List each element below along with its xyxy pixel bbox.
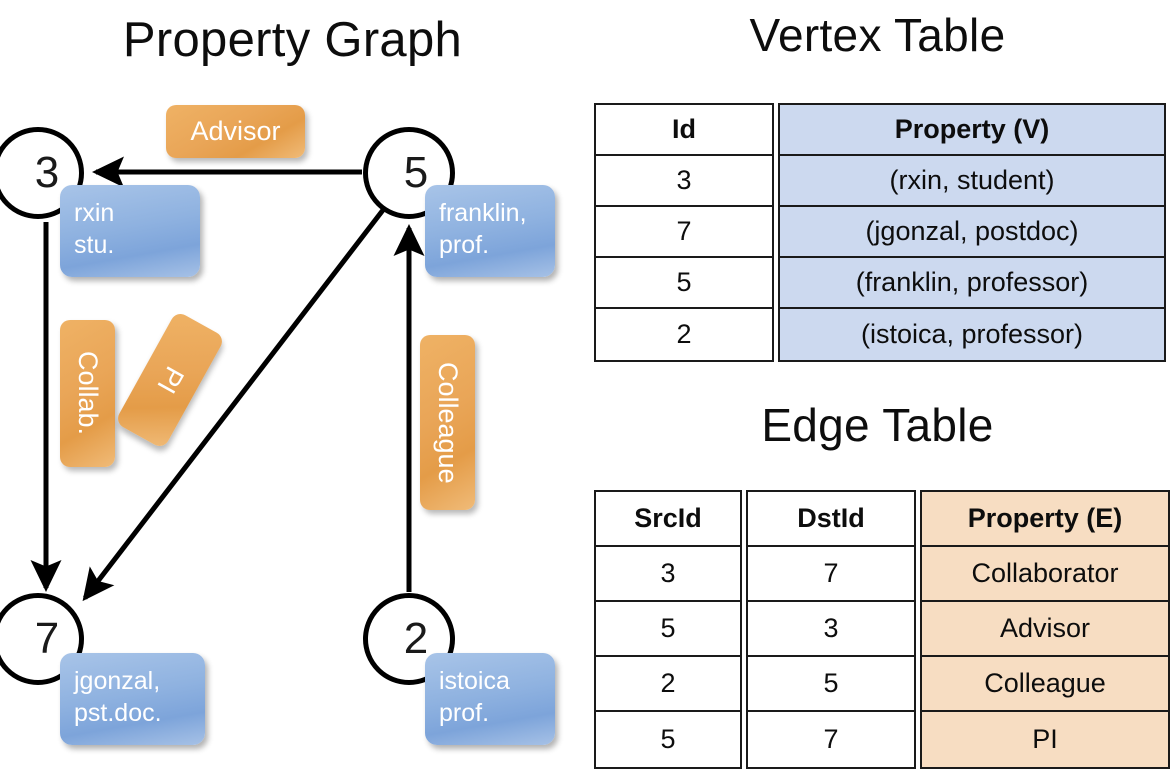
table-row: PI — [922, 712, 1168, 767]
edge-label-colleague: Colleague — [420, 335, 475, 510]
vertex-table-property-column: Property (V) (rxin, student) (jgonzal, p… — [778, 103, 1166, 362]
graph-node-7-label: 7 — [34, 614, 60, 663]
edge-table-dstid-column: DstId 7 3 5 7 — [746, 490, 916, 769]
table-row: 5 — [660, 724, 676, 754]
vertex-property-box-7: jgonzal, pst.doc. — [60, 653, 205, 745]
vertex-property-box-2: istoica prof. — [425, 653, 555, 745]
vertex-table-id-column: Id 3 7 5 2 — [594, 103, 774, 362]
vertex-property-7-line2: pst.doc. — [74, 699, 162, 727]
table-row: 7 — [596, 207, 772, 258]
table-row: 3 — [596, 547, 740, 602]
table-row: 2 — [596, 657, 740, 712]
edge-label-collab: Collab. — [60, 320, 115, 467]
edge-label-advisor: Advisor — [166, 105, 305, 158]
graph-node-2-label: 2 — [403, 614, 429, 663]
property-graph-title: Property Graph — [122, 13, 463, 67]
table-row: (franklin, professor) — [780, 258, 1164, 309]
vertex-table-header-property: Property (V) — [780, 105, 1164, 156]
edge-table-header-dstid: DstId — [748, 492, 914, 547]
table-row: Advisor — [922, 602, 1168, 657]
graph-edges-layer — [30, 156, 425, 602]
edge-table-header-property: Property (E) — [922, 492, 1168, 547]
table-row: 3 — [596, 156, 772, 207]
vertex-property-2-line1: istoica — [439, 667, 510, 695]
edge-label-pi-text: PI — [151, 361, 190, 399]
edge-table-property-column: Property (E) Collaborator Advisor Collea… — [920, 490, 1170, 769]
vertex-property-7-line1: jgonzal, — [74, 667, 161, 695]
vertex-property-5-line2: prof. — [439, 231, 490, 259]
table-row: (jgonzal, postdoc) — [780, 207, 1164, 258]
table-row: 5 — [596, 258, 772, 309]
edge-label-advisor-text: Advisor — [190, 116, 281, 146]
edge-table-title: Edge Table — [761, 399, 994, 451]
table-row: 5 — [748, 657, 914, 712]
vertex-property-3-line2: stu. — [74, 231, 115, 259]
vertex-table-title: Vertex Table — [749, 9, 1006, 61]
vertex-table-header-id: Id — [596, 105, 772, 156]
edge-label-collab-text: Collab. — [73, 351, 103, 436]
graph-node-5-label: 5 — [403, 148, 429, 197]
vertex-table: Id 3 7 5 2 Property (V) (rxin, student) … — [594, 103, 1166, 362]
table-row: Colleague — [922, 657, 1168, 712]
vertex-property-box-3: rxin stu. — [60, 185, 200, 277]
graph-node-3-label: 3 — [34, 148, 60, 197]
table-row: Collaborator — [922, 547, 1168, 602]
edge-table: SrcId 3 5 2 5 DstId 7 3 5 7 Property (E)… — [594, 490, 1170, 769]
edge-table-header-srcid: SrcId — [596, 492, 740, 547]
edge-5-to-7 — [82, 208, 385, 602]
table-row: 7 — [748, 547, 914, 602]
table-row: 7 — [823, 724, 839, 754]
vertex-property-box-5: franklin, prof. — [425, 185, 555, 277]
table-row: 2 — [676, 319, 692, 349]
table-row: (istoica, professor) — [780, 309, 1164, 360]
edge-table-srcid-column: SrcId 3 5 2 5 — [594, 490, 742, 769]
edge-label-colleague-text: Colleague — [433, 361, 463, 484]
vertex-property-5-line1: franklin, — [439, 199, 527, 227]
table-row: 3 — [748, 602, 914, 657]
table-row: 5 — [596, 602, 740, 657]
table-row: (rxin, student) — [780, 156, 1164, 207]
vertex-property-3-line1: rxin — [74, 199, 115, 227]
vertex-property-2-line2: prof. — [439, 699, 490, 727]
